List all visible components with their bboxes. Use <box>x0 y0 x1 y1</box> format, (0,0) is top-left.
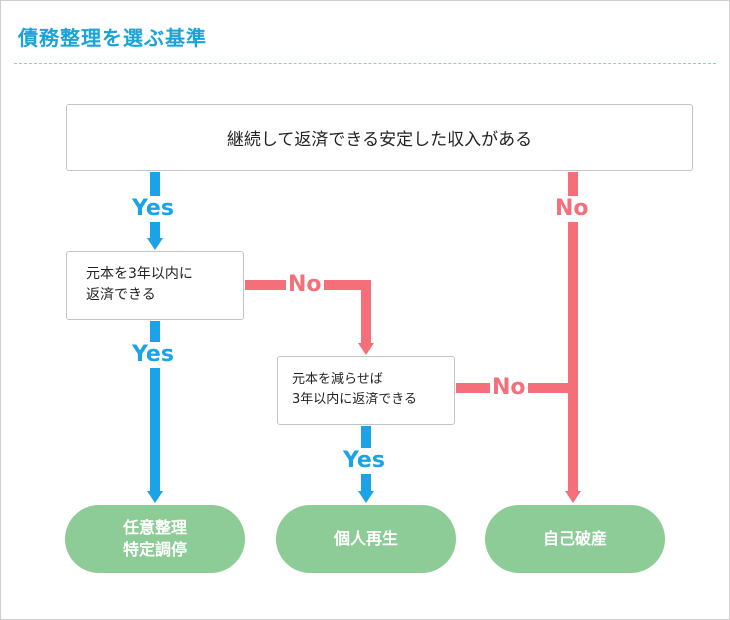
yes-arrowhead-voluntary <box>147 491 163 503</box>
outcome-voluntary-line-2: 特定調停 <box>122 540 187 559</box>
no-label-1: No <box>553 196 591 222</box>
no-label-3: No <box>490 375 528 401</box>
question-reduced-principal: 元本を減らせば 3年以内に返済できる <box>277 356 455 425</box>
outcome-voluntary-line-1: 任意整理 <box>122 518 187 537</box>
outcome-bankruptcy: 自己破産 <box>485 505 665 573</box>
no-arrowhead-q3 <box>358 343 374 355</box>
yes-arrowhead-rehab <box>358 491 374 503</box>
yes-label-2: Yes <box>130 342 176 368</box>
outcome-rehabilitation-label: 個人再生 <box>333 529 398 548</box>
question-repay-principal-line-1: 元本を3年以内に <box>86 266 193 282</box>
outcome-bankruptcy-label: 自己破産 <box>542 529 607 548</box>
outcome-voluntary-arrangement: 任意整理 特定調停 <box>65 505 245 573</box>
question-reduced-principal-line-2: 3年以内に返済できる <box>292 392 418 407</box>
no-label-2: No <box>286 272 324 298</box>
outcome-individual-rehabilitation: 個人再生 <box>276 505 456 573</box>
yes-label-1: Yes <box>130 196 176 222</box>
yes-label-3: Yes <box>341 448 387 474</box>
no-arrowhead-bankruptcy <box>565 491 581 503</box>
question-reduced-principal-line-1: 元本を減らせば <box>292 372 383 387</box>
question-repay-principal: 元本を3年以内に 返済できる <box>66 251 244 320</box>
question-stable-income: 継続して返済できる安定した収入がある <box>66 104 693 171</box>
no-connector-q2-q3 <box>245 280 371 345</box>
yes-arrowhead-q2 <box>147 238 163 250</box>
question-repay-principal-line-2: 返済できる <box>86 287 156 303</box>
question-stable-income-text: 継続して返済できる安定した収入がある <box>226 130 533 150</box>
title-divider <box>14 63 716 64</box>
page-title: 債務整理を選ぶ基準 <box>18 26 207 50</box>
